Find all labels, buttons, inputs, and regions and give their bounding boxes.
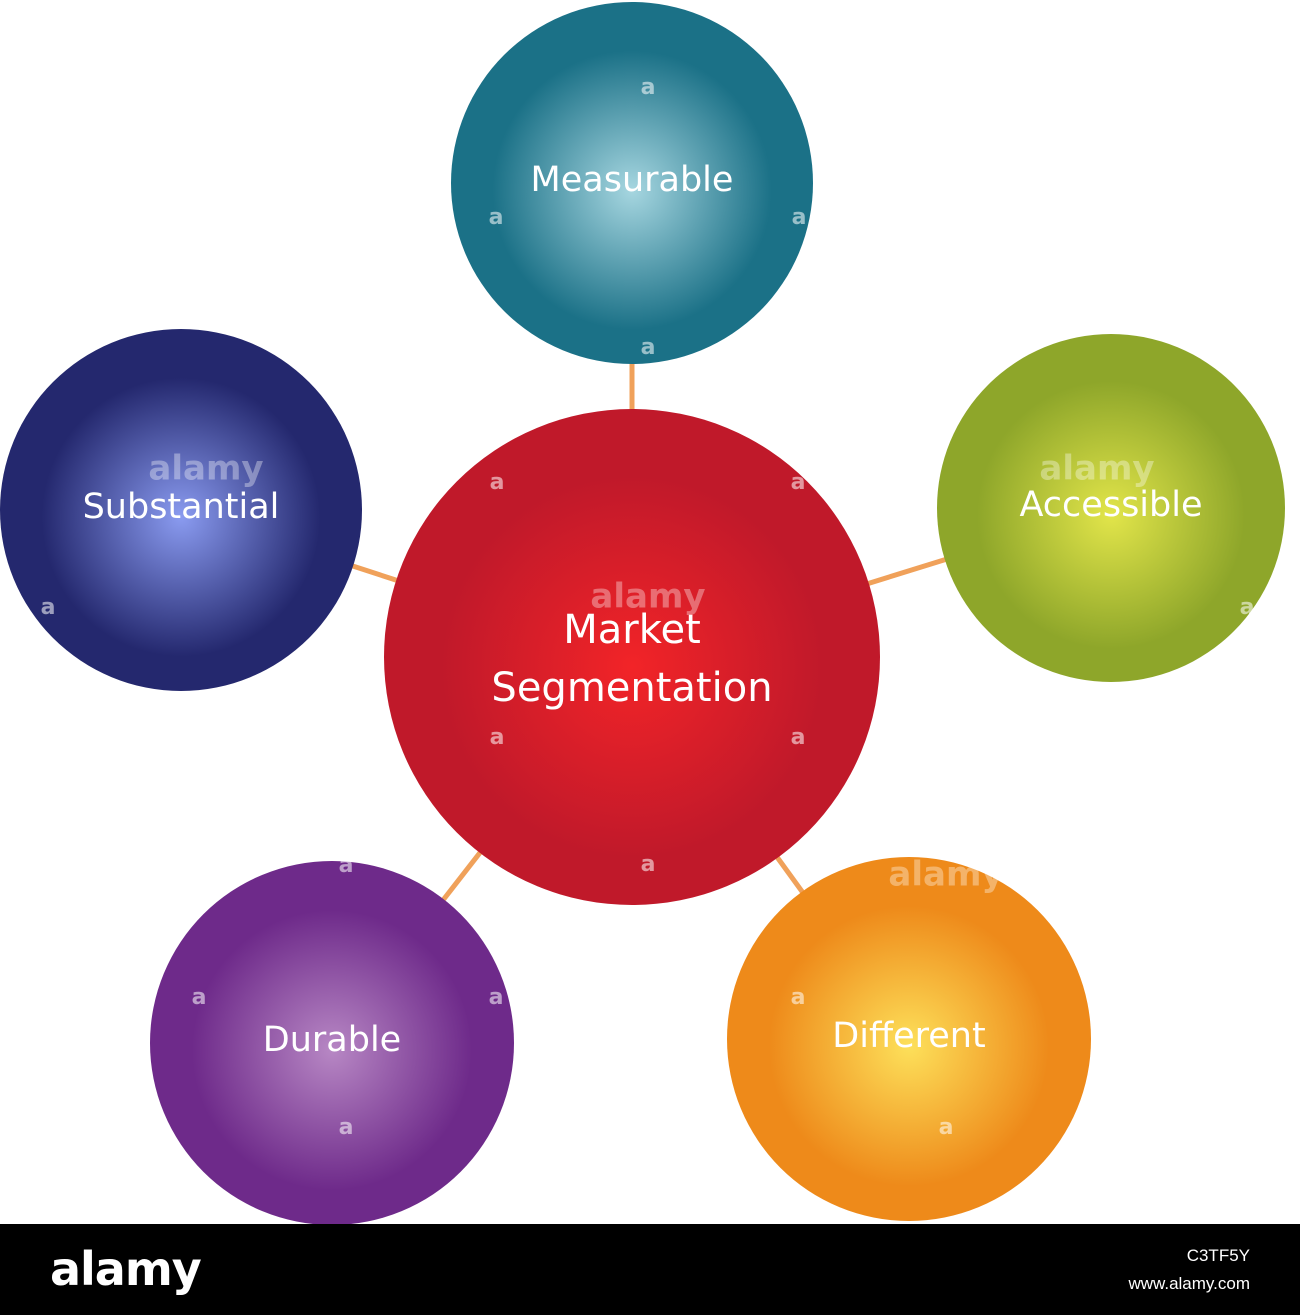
watermark-letter: a [41, 595, 56, 620]
connector-substantial [348, 562, 401, 584]
watermark-letter: a [791, 470, 806, 495]
watermark-layer: a a a a a a a a a a a a a a a a a a alamy alamy alamy alamy [41, 75, 1255, 1140]
connectors [348, 360, 950, 905]
watermark-letter: a [489, 985, 504, 1010]
watermark-word: alamy [1039, 449, 1154, 489]
watermark-letter: a [791, 725, 806, 750]
watermark-letter: a [641, 852, 656, 877]
node-label-accessible: Accessible [1019, 485, 1202, 525]
watermark-letter: a [489, 205, 504, 230]
center-circle [384, 409, 880, 905]
node-label-measurable: Measurable [531, 160, 734, 200]
center-label-line-1: Market [563, 607, 701, 653]
watermark-letter: a [641, 75, 656, 100]
watermark-letter: a [490, 725, 505, 750]
node-measurable [451, 2, 813, 364]
center-label-line-2: Segmentation [491, 665, 772, 711]
watermark-word: alamy [148, 449, 263, 489]
node-different [727, 857, 1091, 1221]
watermark-word: alamy [590, 577, 705, 617]
watermark-letter: a [1240, 595, 1255, 620]
image-code: C3TF5Y [1186, 1246, 1250, 1265]
watermark-letter: a [339, 853, 354, 878]
watermark-letter: a [791, 985, 806, 1010]
watermark-letter: a [939, 1115, 954, 1140]
watermark-letter: a [192, 985, 207, 1010]
node-label-different: Different [832, 1016, 985, 1056]
footer-url: www.alamy.com [1128, 1274, 1250, 1293]
connector-different [773, 853, 807, 897]
watermark-letter: a [490, 470, 505, 495]
watermark-letter: a [641, 335, 656, 360]
node-label-substantial: Substantial [83, 487, 280, 527]
footer-logo: alamy [50, 1242, 202, 1296]
connector-durable [439, 848, 485, 905]
node-label-durable: Durable [263, 1020, 401, 1060]
watermark-letter: a [340, 105, 355, 130]
footer-bar: alamy C3TF5Y www.alamy.com [0, 1224, 1300, 1315]
watermark-letter: a [339, 1115, 354, 1140]
connector-accessible [864, 556, 950, 587]
node-durable [150, 861, 514, 1224]
node-accessible [937, 334, 1285, 682]
node-substantial [0, 329, 362, 691]
watermark-letter: a [792, 205, 807, 230]
watermark-word: alamy [888, 855, 1003, 895]
